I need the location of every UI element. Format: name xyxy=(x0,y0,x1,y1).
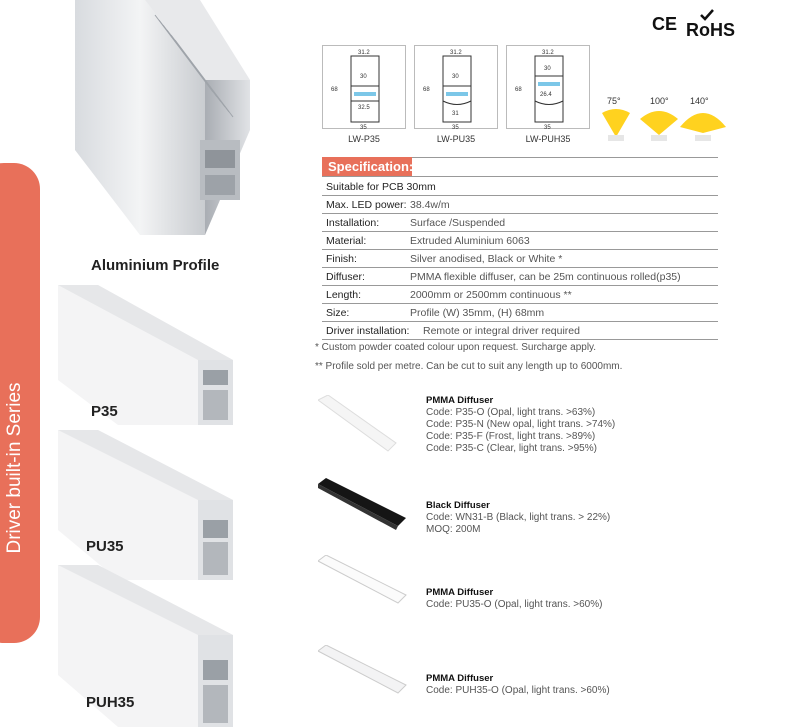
spec-row: Suitable for PCB 30mm xyxy=(322,178,718,196)
diffuser-block-puh35: PMMA Diffuser Code: PUH35-O (Opal, light… xyxy=(426,673,610,697)
diffuser-title: PMMA Diffuser xyxy=(426,673,494,684)
diffuser-title: Black Diffuser xyxy=(426,500,490,511)
beam-angle-75-label: 75° xyxy=(607,96,621,106)
drawing-lw-pu35: 31.2 68 30 31 35 xyxy=(414,45,498,131)
drawing-lw-puh35: 31.2 68 30 26.4 35 xyxy=(506,45,590,131)
spec-note: ** Profile sold per metre. Can be cut to… xyxy=(315,361,623,372)
check-icon xyxy=(700,9,714,21)
diffuser-code: Code: PUH35-O (Opal, light trans. >60%) xyxy=(426,685,610,696)
spec-key: Length: xyxy=(326,289,362,301)
drawing-base-label: 35 xyxy=(544,125,551,130)
spec-value: Extruded Aluminium 6063 xyxy=(410,235,530,247)
spec-key: Driver installation: xyxy=(326,325,410,337)
spec-key: Size: xyxy=(326,307,350,319)
p35-caption: P35 xyxy=(91,403,118,420)
diffuser-code: Code: P35-O (Opal, light trans. >63%) xyxy=(426,407,596,418)
rohs-mark: RoHS xyxy=(686,20,735,40)
spec-row: Size: Profile (W) 35mm, (H) 68mm xyxy=(322,304,718,322)
spec-key: Material: xyxy=(326,235,367,247)
puh35-diffuser-image xyxy=(318,645,407,694)
spec-row: Finish: Silver anodised, Black or White … xyxy=(322,250,718,268)
spec-key: Installation: xyxy=(326,217,380,229)
diffuser-block-black: Black Diffuser Code: WN31-B (Black, ligh… xyxy=(426,500,610,536)
spec-row: Length: 2000mm or 2500mm continuous ** xyxy=(322,286,718,304)
spec-key: Diffuser: xyxy=(326,271,365,283)
aluminium-profile-image xyxy=(75,0,250,235)
drawing-base-label: 35 xyxy=(360,125,367,130)
diffuser-block-p35: PMMA Diffuser Code: P35-O (Opal, light t… xyxy=(426,395,615,455)
spec-value: Remote or integral driver required xyxy=(423,325,580,337)
drawing-pcb-label: 31 xyxy=(452,111,459,117)
drawing-lw-p35: 31.2 68 30 32.5 35 xyxy=(322,45,406,131)
spec-value: Surface /Suspended xyxy=(410,217,506,229)
drawing-pcb-label: 32.5 xyxy=(358,105,370,111)
aluminium-profile-caption: Aluminium Profile xyxy=(91,257,220,274)
drawing-inner-label: 30 xyxy=(544,66,551,72)
drawing-width-label: 31.2 xyxy=(358,50,370,56)
opal-diffuser-image xyxy=(318,395,397,452)
diffuser-title: PMMA Diffuser xyxy=(426,395,494,406)
drawing-height-label: 68 xyxy=(331,87,338,93)
spec-value: PMMA flexible diffuser, can be 25m conti… xyxy=(410,271,681,283)
spec-header-bar xyxy=(322,157,718,177)
ce-mark: CE xyxy=(652,14,678,34)
spec-title: Specification: xyxy=(322,157,413,176)
drawing-base-label: 35 xyxy=(452,125,459,130)
spec-row: Material: Extruded Aluminium 6063 xyxy=(322,232,718,250)
black-diffuser-image xyxy=(318,478,406,530)
spec-value: Profile (W) 35mm, (H) 68mm xyxy=(410,307,545,319)
puh35-caption: PUH35 xyxy=(86,694,135,711)
spec-value: 38.4w/m xyxy=(410,199,450,211)
spec-value: 2000mm or 2500mm continuous ** xyxy=(410,289,572,301)
series-label: Driver built-in Series xyxy=(4,382,25,554)
diffuser-block-pu35: PMMA Diffuser Code: PU35-O (Opal, light … xyxy=(426,587,602,611)
spec-key: Finish: xyxy=(326,253,357,265)
diffuser-code: Code: P35-F (Frost, light trans. >89%) xyxy=(426,431,596,442)
diffuser-code: Code: PU35-O (Opal, light trans. >60%) xyxy=(426,599,603,610)
drawing-pcb-label: 26.4 xyxy=(540,92,552,98)
drawing-inner-label: 30 xyxy=(452,74,459,80)
diffuser-code: Code: WN31-B (Black, light trans. > 22%) xyxy=(426,512,611,523)
drawing-label-lw-puh35: LW-PUH35 xyxy=(525,134,571,144)
spec-row: Max. LED power: 38.4w/m xyxy=(322,196,718,214)
beam-angle-140-label: 140° xyxy=(690,96,709,106)
p35-profile-image xyxy=(58,285,233,425)
pu35-profile-image xyxy=(58,430,233,580)
drawing-label-lw-p35: LW-P35 xyxy=(348,134,380,144)
spec-value: Silver anodised, Black or White * xyxy=(410,253,563,265)
drawing-inner-label: 30 xyxy=(360,74,367,80)
spec-key: Max. LED power: xyxy=(326,199,407,211)
diffuser-title: PMMA Diffuser xyxy=(426,587,494,598)
drawing-height-label: 68 xyxy=(423,87,430,93)
drawing-width-label: 31.2 xyxy=(450,50,462,56)
diffuser-code: Code: P35-C (Clear, light trans. >95%) xyxy=(426,443,597,454)
beam-angle-75-icon xyxy=(602,109,630,141)
puh35-profile-image xyxy=(58,565,233,727)
diffuser-code: Code: P35-N (New opal, light trans. >74%… xyxy=(426,419,616,430)
spec-key: Suitable for PCB 30mm xyxy=(326,181,436,193)
drawing-label-lw-pu35: LW-PU35 xyxy=(436,134,476,144)
spec-row: Diffuser: PMMA flexible diffuser, can be… xyxy=(322,268,718,286)
diffuser-moq: MOQ: 200M xyxy=(426,524,481,535)
side-tab xyxy=(0,163,40,643)
spec-note: * Custom powder coated colour upon reque… xyxy=(315,342,597,353)
beam-angle-100-label: 100° xyxy=(650,96,669,106)
pu35-caption: PU35 xyxy=(86,538,124,555)
spec-row: Installation: Surface /Suspended xyxy=(322,214,718,232)
drawing-height-label: 68 xyxy=(515,87,522,93)
beam-angle-140-icon xyxy=(680,113,726,141)
drawing-width-label: 31.2 xyxy=(542,50,554,56)
beam-angle-100-icon xyxy=(640,111,678,141)
spec-row: Driver installation: Remote or integral … xyxy=(322,322,718,340)
pu35-diffuser-image xyxy=(318,555,407,604)
